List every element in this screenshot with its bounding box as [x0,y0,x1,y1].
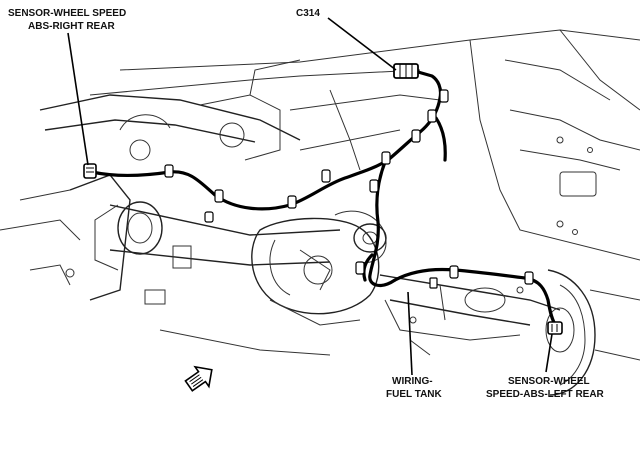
callout-labels: SENSOR-WHEEL SPEED ABS-RIGHT REAR C314 W… [8,8,605,400]
label-sensor-right-rear-line1: SENSOR-WHEEL SPEED [8,8,126,19]
label-connector-c314: C314 [296,8,320,19]
label-sensor-left-rear-line1: SENSOR-WHEEL [508,376,590,387]
harness-clips [164,89,534,289]
sensor-left-rear [547,321,563,335]
label-sensor-right-rear-line2: ABS-RIGHT REAR [28,21,115,32]
forward-arrow-icon [184,365,213,392]
leader-lines [67,17,553,376]
vehicle-structure [0,29,640,396]
label-sensor-left-rear-line2: SPEED-ABS-LEFT REAR [486,389,605,400]
label-wiring-line2: FUEL TANK [386,389,443,400]
sensor-right-rear [83,163,97,179]
connector-c314 [393,63,419,79]
label-wiring-line1: WIRING- [392,376,433,387]
